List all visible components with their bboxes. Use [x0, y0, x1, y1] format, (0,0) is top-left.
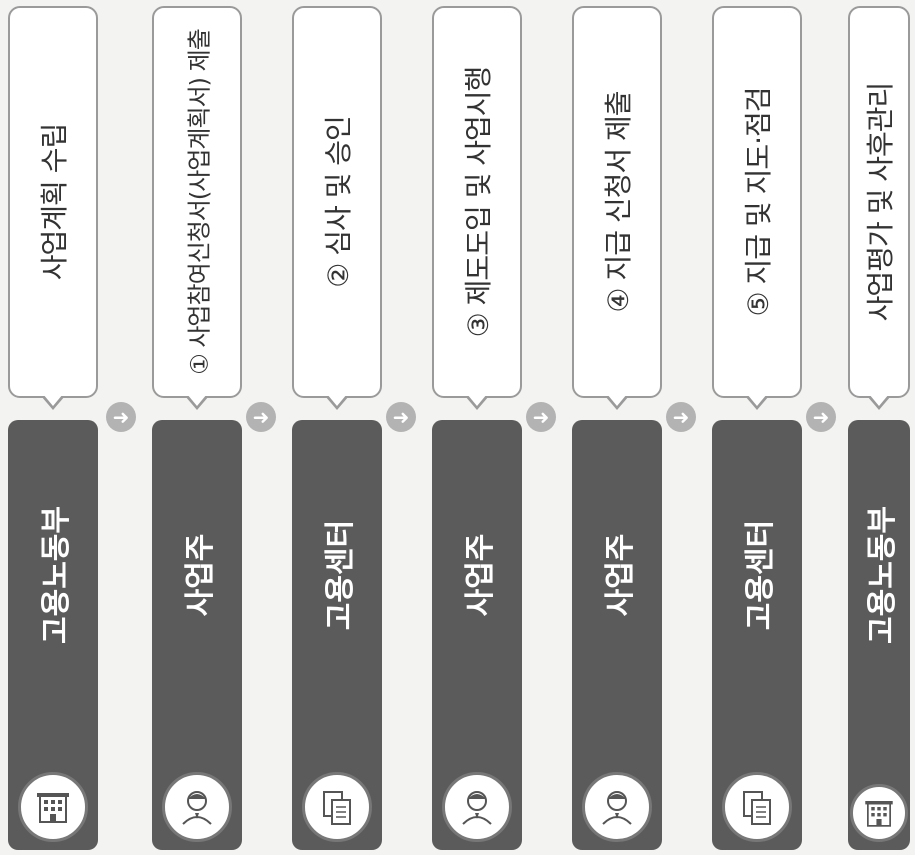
role-label: 고용노동부: [39, 505, 74, 644]
step-box: 사업평가 및 사후관리: [848, 6, 910, 398]
process-step-4: ③ 제도도입 및 사업시행 사업주: [432, 0, 522, 855]
role-bar: 고용센터: [712, 420, 802, 850]
flow-arrow-4: ➜: [526, 402, 556, 432]
arrow-right-icon: ➜: [532, 405, 550, 429]
role-label: 사업주: [603, 533, 638, 617]
step-box: ④ 지급 신청서 제출: [572, 6, 662, 398]
process-step-2: ① 사업참여신청서(사업계획서) 제출 사업주: [152, 0, 242, 855]
process-step-5: ④ 지급 신청서 제출 사업주: [572, 0, 662, 855]
arrow-right-icon: ➜: [812, 405, 830, 429]
flow-arrow-3: ➜: [386, 402, 416, 432]
arrow-right-icon: ➜: [672, 405, 690, 429]
step-box: ① 사업참여신청서(사업계획서) 제출: [152, 6, 242, 398]
role-label: 고용센터: [743, 519, 778, 630]
step-pointer: [185, 394, 209, 410]
step-pointer: [465, 394, 489, 410]
flow-arrow-1: ➜: [106, 402, 136, 432]
step-box: ② 심사 및 승인: [292, 6, 382, 398]
arrow-right-icon: ➜: [112, 405, 130, 429]
role-label: 사업주: [463, 533, 498, 617]
step-label: ⑤ 지급 및 지도·점검: [742, 87, 775, 317]
step-box: 사업계획 수립: [8, 6, 98, 398]
step-pointer: [325, 394, 349, 410]
person-icon: [582, 772, 652, 842]
role-bar: 사업주: [152, 420, 242, 850]
step-label: ③ 제도도입 및 사업시행: [462, 66, 495, 338]
flow-arrow-6: ➜: [806, 402, 836, 432]
role-bar: 고용노동부: [848, 420, 910, 850]
documents-icon: [722, 772, 792, 842]
step-pointer: [605, 394, 629, 410]
step-label: 사업계획 수립: [38, 123, 71, 281]
role-bar: 고용센터: [292, 420, 382, 850]
person-icon: [442, 772, 512, 842]
step-pointer: [867, 394, 891, 410]
step-label: ② 심사 및 승인: [322, 116, 355, 288]
flow-arrow-5: ➜: [666, 402, 696, 432]
step-box: ③ 제도도입 및 사업시행: [432, 6, 522, 398]
step-box: ⑤ 지급 및 지도·점검: [712, 6, 802, 398]
role-bar: 고용노동부: [8, 420, 98, 850]
process-step-3: ② 심사 및 승인 고용센터: [292, 0, 382, 855]
person-icon: [162, 772, 232, 842]
step-pointer: [41, 394, 65, 410]
step-label: ④ 지급 신청서 제출: [602, 91, 635, 313]
process-step-6: ⑤ 지급 및 지도·점검 고용센터: [712, 0, 802, 855]
step-label: ① 사업참여신청서(사업계획서) 제출: [185, 29, 214, 375]
role-label: 고용노동부: [865, 505, 900, 644]
documents-icon: [302, 772, 372, 842]
arrow-right-icon: ➜: [392, 405, 410, 429]
step-label: 사업평가 및 사후관리: [864, 82, 897, 322]
process-step-7: 사업평가 및 사후관리 고용노동부: [848, 0, 910, 855]
step-pointer: [745, 394, 769, 410]
role-label: 사업주: [183, 533, 218, 617]
building-icon: [18, 772, 88, 842]
process-step-1: 사업계획 수립 고용노동부: [8, 0, 98, 855]
role-label: 고용센터: [323, 519, 358, 630]
arrow-right-icon: ➜: [252, 405, 270, 429]
role-bar: 사업주: [572, 420, 662, 850]
role-bar: 사업주: [432, 420, 522, 850]
building-icon: [850, 784, 908, 842]
flow-arrow-2: ➜: [246, 402, 276, 432]
